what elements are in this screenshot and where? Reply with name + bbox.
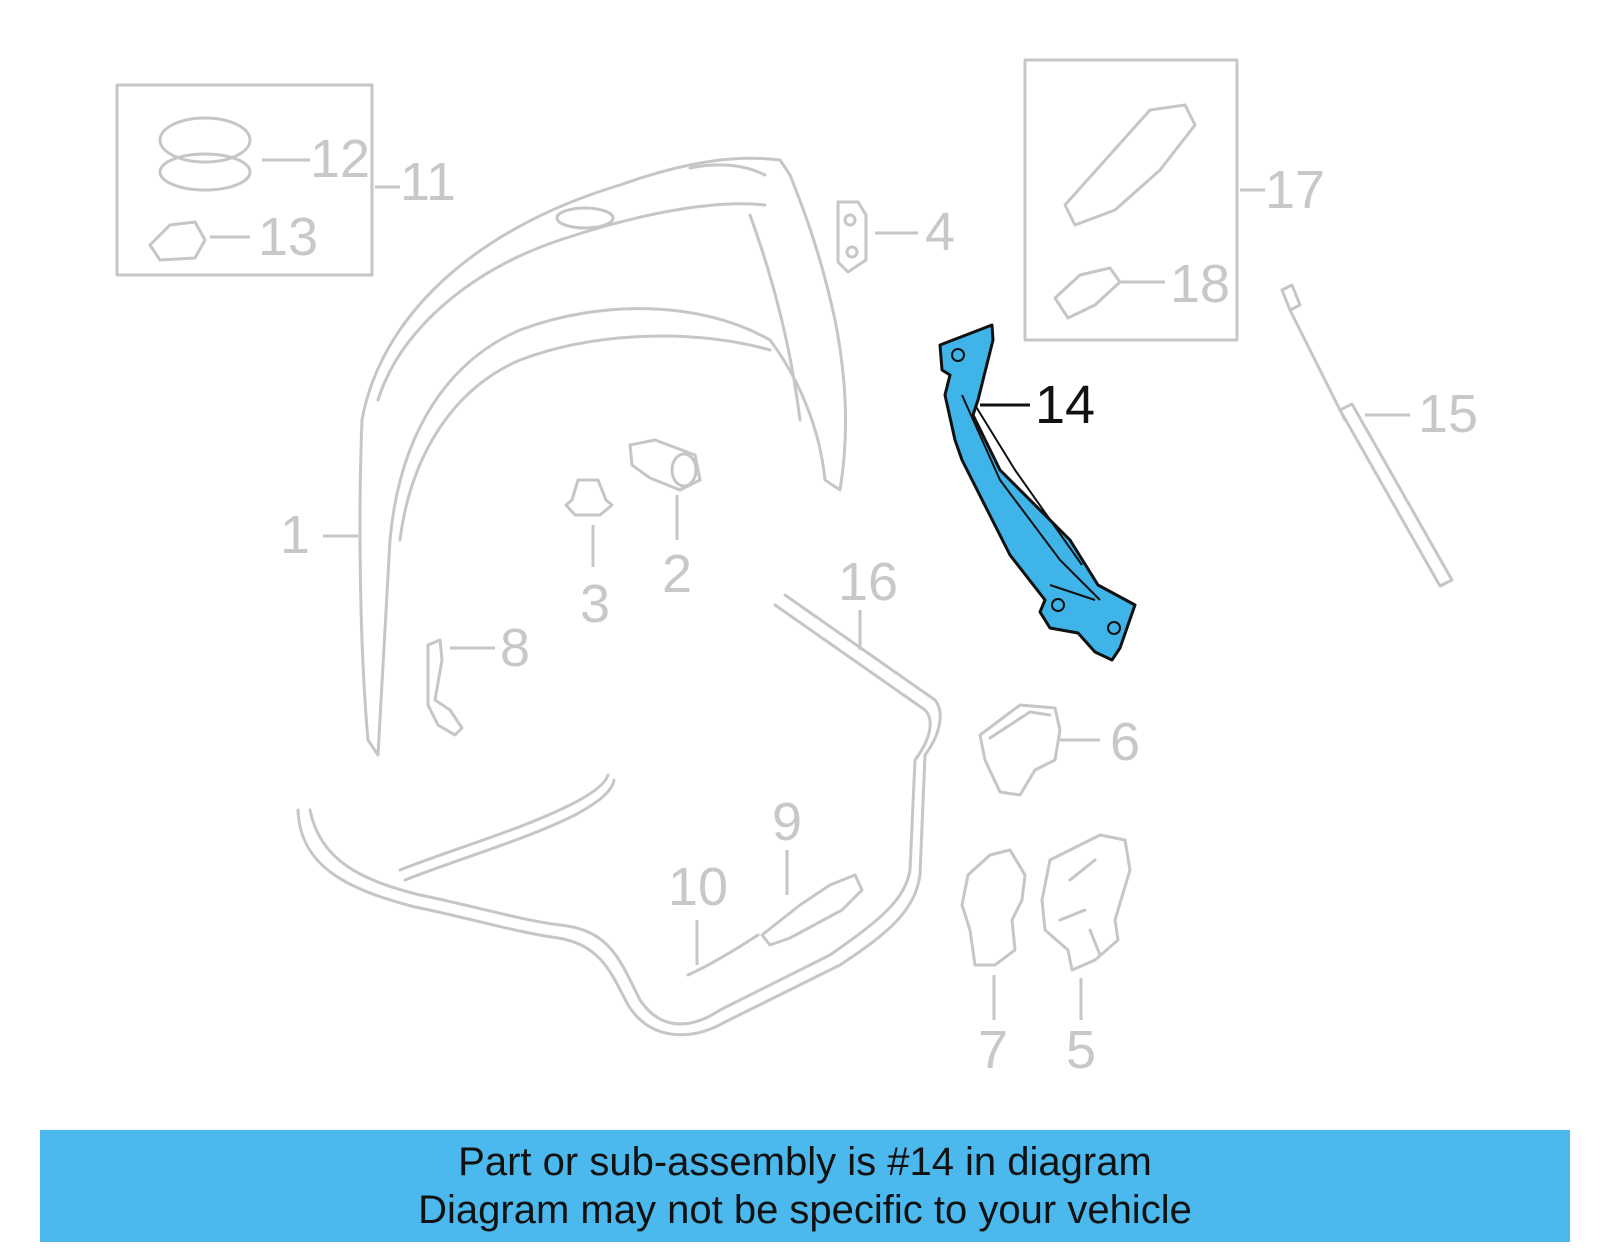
part-7-bracket xyxy=(960,848,1027,967)
part-5-latch xyxy=(1040,833,1132,972)
part-8-hinge-bracket xyxy=(426,638,464,737)
part-6-stopper xyxy=(978,703,1062,797)
callout-2[interactable]: 2 xyxy=(662,544,692,604)
callout-8[interactable]: 8 xyxy=(500,618,530,678)
group-box-17 xyxy=(1023,58,1239,342)
info-banner: Part or sub-assembly is #14 in diagram D… xyxy=(40,1130,1570,1242)
leader-lines xyxy=(210,158,1410,1020)
callout-10[interactable]: 10 xyxy=(668,857,728,917)
part-9-lock-actuator xyxy=(760,873,864,947)
part-1-trunk-lid xyxy=(358,156,847,757)
part-16-weatherstrip xyxy=(296,593,942,1037)
part-17-license-lamp xyxy=(1063,103,1197,227)
banner-line-2: Diagram may not be specific to your vehi… xyxy=(418,1188,1192,1232)
part-10-cable xyxy=(686,933,760,977)
banner-line-1: Part or sub-assembly is #14 in diagram xyxy=(458,1140,1152,1184)
part-13-socket xyxy=(148,220,207,262)
part-12-lens xyxy=(158,116,252,192)
callout-12[interactable]: 12 xyxy=(310,129,370,189)
part-4-striker xyxy=(836,200,868,274)
callout-14[interactable]: 14 xyxy=(1035,375,1095,435)
group-box-11 xyxy=(115,83,374,277)
callout-17[interactable]: 17 xyxy=(1265,160,1325,220)
part-3-clip xyxy=(564,478,614,517)
part-18-bulb xyxy=(1053,266,1122,320)
part-14-hinge-highlighted[interactable] xyxy=(938,323,1137,662)
callout-7[interactable]: 7 xyxy=(978,1020,1008,1080)
callout-13[interactable]: 13 xyxy=(258,207,318,267)
callout-6[interactable]: 6 xyxy=(1110,712,1140,772)
callout-3[interactable]: 3 xyxy=(580,574,610,634)
callout-5[interactable]: 5 xyxy=(1066,1020,1096,1080)
callout-1[interactable]: 1 xyxy=(280,505,310,565)
callout-16[interactable]: 16 xyxy=(838,552,898,612)
part-15-strut xyxy=(1280,283,1454,588)
part-2-bumper xyxy=(628,438,702,492)
callout-4[interactable]: 4 xyxy=(925,202,955,262)
callout-11[interactable]: 11 xyxy=(400,152,456,212)
callout-9[interactable]: 9 xyxy=(772,792,802,852)
callout-18[interactable]: 18 xyxy=(1170,254,1230,314)
callout-15[interactable]: 15 xyxy=(1418,384,1478,444)
